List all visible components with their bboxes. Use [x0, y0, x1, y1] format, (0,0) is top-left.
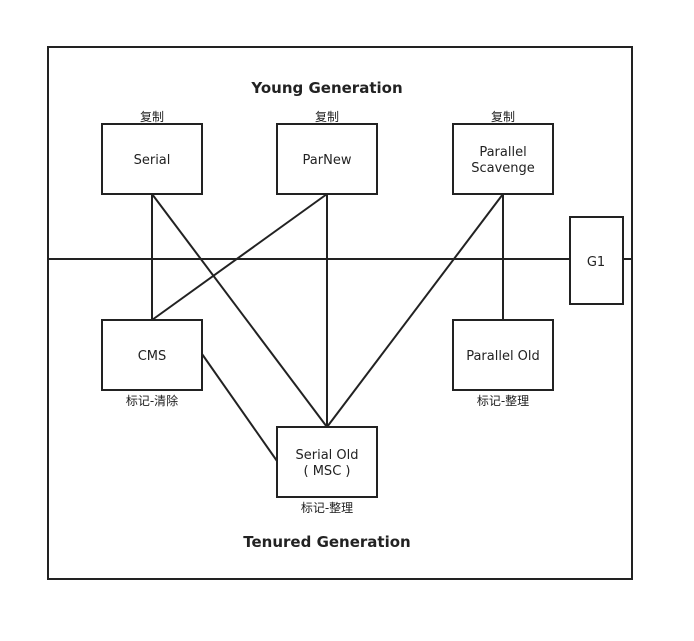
young-generation-title: Young Generation — [250, 79, 402, 97]
heap-frame — [47, 46, 633, 580]
collector-parallel-scavenge: Parallel Scavenge 复制 — [452, 110, 554, 195]
collector-parnew: ParNew 复制 — [276, 110, 378, 195]
connection-parallel-scavenge-serial-old — [326, 193, 504, 428]
collector-g1: G1 — [569, 216, 624, 305]
serial-old-box — [276, 426, 378, 498]
cms-algorithm-note: 标记-清除 — [126, 393, 178, 408]
parnew-box — [276, 123, 378, 195]
g1-box — [569, 216, 624, 305]
parnew-label: ParNew — [303, 153, 352, 168]
serial-algorithm-note: 复制 — [140, 110, 164, 124]
connection-parnew-cms — [151, 193, 328, 321]
g1-label: G1 — [587, 255, 605, 270]
cms-box — [101, 319, 203, 391]
parallel-scavenge-algorithm-note: 复制 — [491, 110, 515, 124]
parallel-old-algorithm-note: 标记-整理 — [477, 393, 529, 408]
tenured-generation-title: Tenured Generation — [243, 533, 410, 551]
parallel-scavenge-box — [452, 123, 554, 195]
connection-serial-serial-old — [151, 193, 328, 428]
parallel-scavenge-label-line2: Scavenge — [471, 161, 535, 176]
serial-old-label-line2: ( MSC ) — [304, 464, 351, 479]
parallel-old-label: Parallel Old — [466, 349, 540, 364]
connection-cms-serial-old — [201, 353, 278, 462]
serial-old-label-line1: Serial Old — [295, 448, 358, 463]
serial-label: Serial — [134, 153, 171, 168]
parnew-algorithm-note: 复制 — [315, 110, 339, 124]
collector-parallel-old: Parallel Old 标记-整理 — [452, 319, 554, 408]
collector-serial-old: Serial Old ( MSC ) 标记-整理 — [276, 426, 378, 515]
collector-cms: CMS 标记-清除 — [101, 319, 203, 408]
collector-serial: Serial 复制 — [101, 110, 203, 195]
serial-old-algorithm-note: 标记-整理 — [301, 500, 353, 515]
serial-box — [101, 123, 203, 195]
parallel-old-box — [452, 319, 554, 391]
parallel-scavenge-label-line1: Parallel — [479, 145, 526, 160]
cms-label: CMS — [138, 349, 167, 364]
